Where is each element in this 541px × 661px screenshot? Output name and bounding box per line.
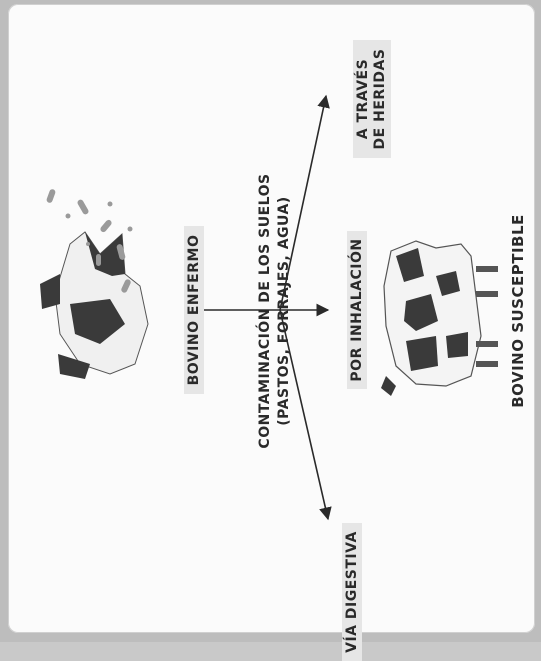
arrow-to-wounds bbox=[279, 94, 330, 311]
susceptible-cow-icon bbox=[381, 240, 498, 396]
contamination-label: CONTAMINACIÓN DE LOS SUELOS (PASTOS, FOR… bbox=[256, 156, 294, 466]
wounds-line-2: DE HERIDAS bbox=[372, 48, 388, 150]
wounds-route-label: A TRAVÉS DE HERIDAS bbox=[353, 40, 391, 158]
sick-cow-icon bbox=[40, 231, 149, 379]
wounds-line-1: A TRAVÉS bbox=[355, 58, 371, 140]
contamination-line-1: CONTAMINACIÓN DE LOS SUELOS bbox=[257, 173, 273, 449]
susceptible-cow-label: BOVINO SUSCEPTIBLE bbox=[509, 214, 527, 408]
arrow-to-digestive bbox=[279, 309, 332, 521]
diagram-lines bbox=[40, 94, 498, 521]
contamination-line-2: (PASTOS, FORRAJES, AGUA) bbox=[276, 196, 292, 426]
sick-cow-label: BOVINO ENFERMO bbox=[184, 226, 204, 394]
inhalation-route-label: POR INHALACIÓN bbox=[347, 231, 367, 389]
bacteria-icon bbox=[46, 189, 133, 293]
diagram-page: BOVINO ENFERMO CONTAMINACIÓN DE LOS SUEL… bbox=[8, 4, 535, 661]
digestive-route-label: VÍA DIGESTIVA bbox=[342, 523, 362, 661]
